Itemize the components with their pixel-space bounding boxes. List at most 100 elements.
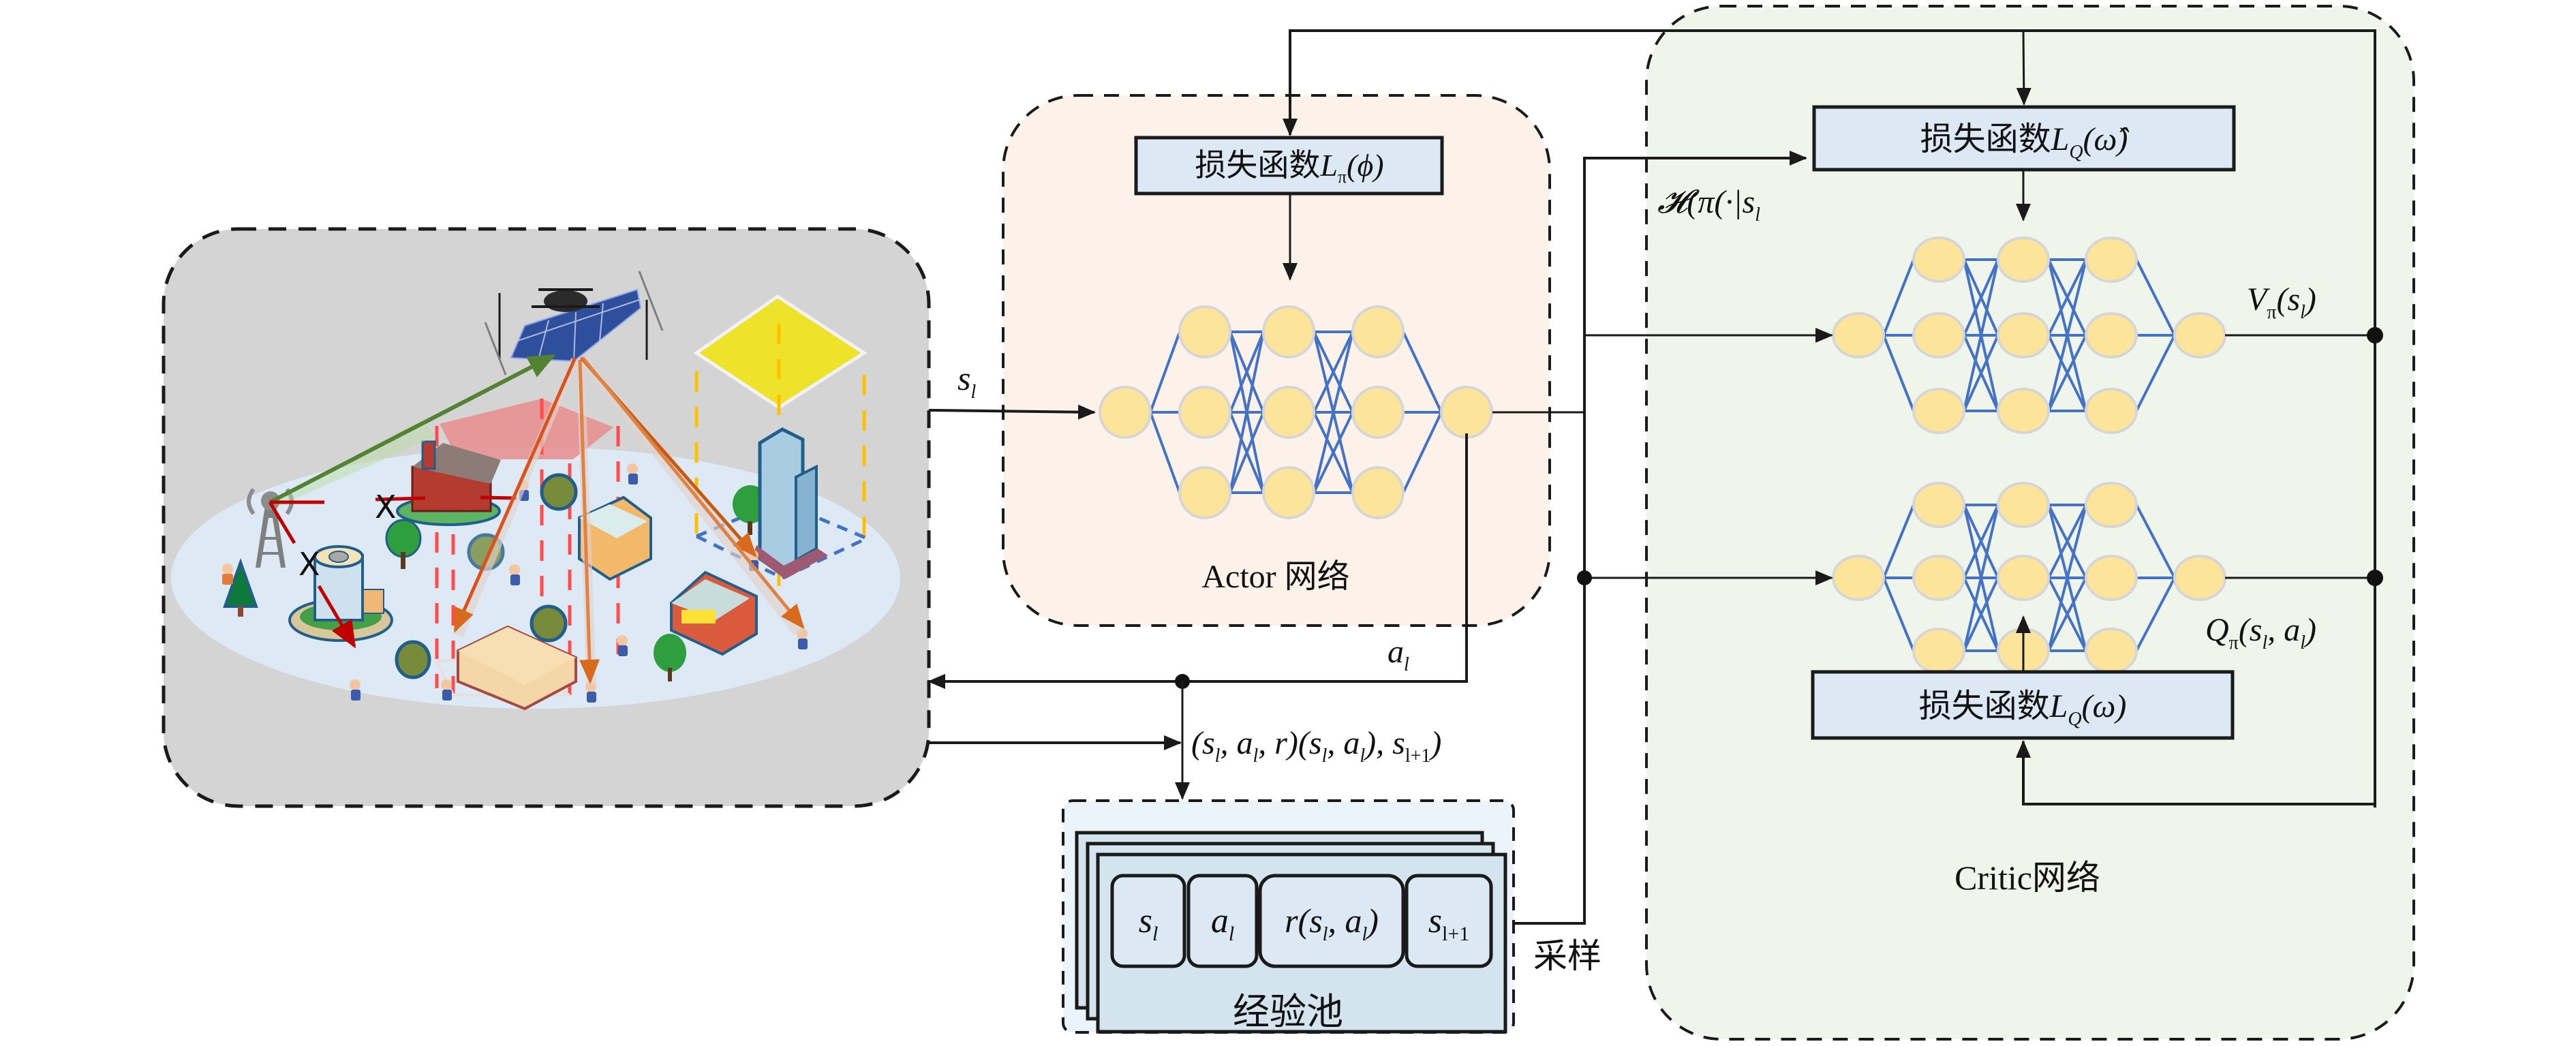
network-node xyxy=(1912,555,1965,601)
network-node xyxy=(1832,555,1885,601)
trees xyxy=(223,473,768,681)
network-node xyxy=(2085,482,2138,528)
network-node xyxy=(2173,312,2226,358)
downlink-arrow xyxy=(578,359,600,684)
replay-buffer-panel: sl al r(sl, al) sl+1 经验池 xyxy=(1062,799,1515,1034)
network-edge xyxy=(1963,259,1999,412)
network-edge xyxy=(1229,331,1265,493)
network-node xyxy=(1832,312,1885,358)
network-node xyxy=(1912,388,1965,434)
target-loss-arrow xyxy=(2016,30,2031,106)
network-edge xyxy=(1963,335,1999,412)
tree xyxy=(385,519,422,569)
critic-loss-feedback-arrow xyxy=(2016,740,2375,805)
buffer-cell-next-state-text: sl+1 xyxy=(1428,902,1470,945)
value-output-label: Vπ(sl) xyxy=(2247,281,2316,323)
network-node xyxy=(1997,555,2050,601)
network-edge xyxy=(2047,259,2087,336)
network-edge xyxy=(2135,259,2176,336)
network-node xyxy=(2085,312,2138,358)
coverage-area xyxy=(440,399,613,459)
critic-network-label: Critic网络 xyxy=(1954,859,2100,897)
network-node xyxy=(1997,312,2050,358)
network-node xyxy=(1351,305,1405,358)
actor-neural-network xyxy=(1099,305,1493,519)
blocked-marker: X xyxy=(375,489,397,525)
transition-record: sl al r(sl, al) sl+1 xyxy=(1110,874,1493,968)
network-edge xyxy=(2135,335,2176,412)
environment-panel: X X xyxy=(162,227,931,808)
drone-body xyxy=(544,290,587,312)
warehouse xyxy=(457,625,577,711)
network-node xyxy=(1912,482,1965,528)
network-node xyxy=(1351,466,1405,519)
network-edge xyxy=(1963,504,1999,651)
buffer-cell-next-state xyxy=(1405,874,1493,968)
actor-border xyxy=(1002,94,1551,627)
network-edge xyxy=(2047,259,2087,412)
network-edge xyxy=(1882,335,1915,412)
tree xyxy=(654,634,686,681)
network-node xyxy=(1912,236,1965,283)
network-edge xyxy=(2047,577,2087,651)
blocked-link xyxy=(268,501,296,544)
network-node xyxy=(1262,305,1315,358)
junction-dot xyxy=(1577,570,1592,585)
buffer-cell-action xyxy=(1186,874,1259,968)
tree xyxy=(395,640,431,679)
network-node xyxy=(1997,482,2050,528)
network-edge xyxy=(1882,259,1915,336)
action-arrow xyxy=(927,433,1468,689)
network-edge xyxy=(2135,504,2176,579)
user-icon xyxy=(509,564,520,585)
network-edge xyxy=(2047,335,2087,412)
network-node xyxy=(1099,386,1152,439)
network-node xyxy=(2173,555,2226,601)
network-node xyxy=(1997,388,2050,434)
office-tower xyxy=(288,545,393,642)
network-edge xyxy=(1229,331,1265,413)
tree xyxy=(540,473,578,511)
network-node xyxy=(2085,388,2138,434)
actor-network-panel: 损失函数Lπ(ϕ) Actor 网络 xyxy=(1002,94,1551,627)
skyscraper xyxy=(753,427,828,579)
network-node xyxy=(2085,628,2138,674)
critic-network-panel: 损失函数LQ(ω̂) 损失函数LQ(ω) Critic网络 xyxy=(1645,5,2415,1041)
action-label: al xyxy=(1387,634,1409,675)
network-edge xyxy=(2135,577,2176,651)
network-edge xyxy=(1313,331,1354,413)
transition-label: (sl, al, r)(sl, al), sl+1) xyxy=(1191,725,1441,767)
network-node xyxy=(1440,386,1493,439)
barn xyxy=(396,440,501,526)
buildings xyxy=(288,427,828,711)
network-node xyxy=(1262,466,1315,519)
network-node xyxy=(1912,312,1965,358)
blocked-link xyxy=(480,495,517,500)
junction-dot xyxy=(2367,327,2383,343)
buffer-cell-reward xyxy=(1258,874,1405,968)
pine-tree xyxy=(223,558,258,617)
replay-buffer-label: 经验池 xyxy=(1233,990,1343,1033)
wireless-links: X X xyxy=(268,354,805,685)
buffer-cell-state xyxy=(1110,874,1186,968)
restaurant xyxy=(670,570,758,656)
critic-target-loss-label: 损失函数LQ(ω̂) xyxy=(1920,120,2130,163)
state-arrow xyxy=(928,404,1096,420)
network-node xyxy=(1178,386,1231,439)
entropy-label: 𝓗(π(·|sl xyxy=(1657,184,1760,226)
network-node xyxy=(2085,555,2138,601)
network-node xyxy=(1912,628,1965,674)
apartment-building xyxy=(578,495,652,581)
junction-dot xyxy=(2367,570,2383,586)
blocked-link xyxy=(317,585,356,649)
blocked-marker: X xyxy=(298,546,320,583)
tree xyxy=(530,604,568,643)
user-icon xyxy=(350,679,361,701)
network-node xyxy=(2085,236,2138,283)
state-label: sl xyxy=(957,359,976,403)
actor-loss-box xyxy=(1134,136,1444,196)
uplink-arrow xyxy=(269,354,556,504)
network-edge xyxy=(1313,331,1354,493)
network-node xyxy=(1178,466,1231,519)
